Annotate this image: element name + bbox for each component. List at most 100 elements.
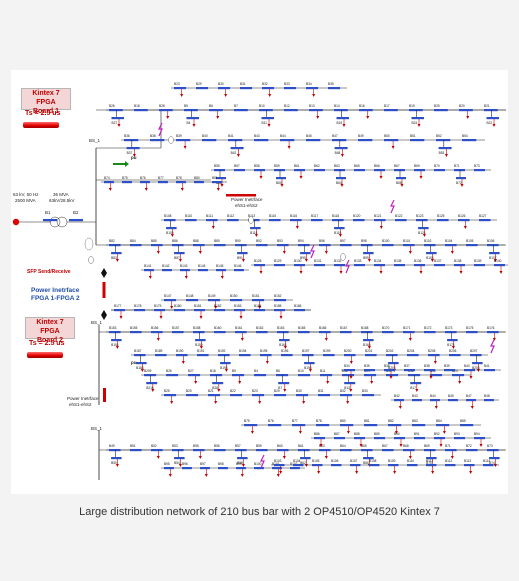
bus-label: B74	[489, 461, 495, 465]
load-arrow-head	[211, 226, 215, 229]
load-arrow-head	[298, 431, 302, 434]
bus-label: B163	[277, 326, 285, 330]
bus-bar	[344, 369, 355, 372]
fault-bolt	[158, 122, 163, 137]
bus-label: B55	[193, 444, 199, 448]
bus-label: B120	[353, 214, 361, 218]
breaker-icon	[88, 256, 94, 264]
bus-label: B157	[172, 326, 180, 330]
bus-bar	[486, 117, 499, 120]
bus-bar	[298, 244, 310, 247]
bus-bar	[292, 424, 306, 427]
bus-bar	[151, 449, 163, 452]
fpga-board-1-ts: Ts = 2.5 us	[25, 110, 61, 117]
bus-label: B91	[414, 432, 420, 436]
bus-bar	[174, 87, 187, 90]
bus-label: B25	[434, 104, 440, 108]
load-arrow-head	[367, 346, 371, 349]
bus-bar	[134, 109, 148, 112]
bus-bar	[336, 177, 346, 180]
load-arrow-head	[393, 471, 397, 474]
load-arrow-head	[132, 154, 136, 157]
bus-bar	[140, 181, 150, 184]
bus-label: B60	[277, 444, 283, 448]
bus-bar	[172, 244, 184, 247]
bus-bar	[290, 467, 300, 470]
bus-label: B59	[256, 444, 262, 448]
bus-bar	[166, 227, 177, 230]
load-arrow-head	[367, 259, 371, 262]
bus-label: B44	[430, 394, 436, 398]
load-arrow-head	[282, 456, 286, 459]
bus-bar	[374, 264, 385, 267]
bus-label: B90	[394, 432, 400, 436]
bus-label: B31	[318, 389, 324, 393]
bus-bar	[364, 424, 378, 427]
bus-bar	[309, 109, 323, 112]
bus-label: B83	[412, 419, 418, 423]
bus-label: B86	[314, 432, 320, 436]
bus-label: B69	[414, 164, 420, 168]
bus-bar	[188, 374, 201, 377]
bus-label: B85	[460, 419, 466, 423]
load-arrow-head	[115, 464, 119, 467]
bus-bar	[428, 354, 440, 357]
bus-label: B105	[466, 239, 474, 243]
bus-label: B23	[174, 82, 180, 86]
bus-bar	[459, 109, 473, 112]
bus-bar	[208, 299, 221, 302]
bus-label: B87	[174, 256, 180, 260]
bus-bar	[193, 331, 205, 334]
bus-bar	[474, 264, 485, 267]
bus-label: B26	[166, 369, 172, 373]
bus-label: B117	[311, 214, 318, 218]
bus-bar	[184, 109, 198, 112]
bus-label: B82	[109, 239, 115, 243]
power-interface-low-bar	[103, 388, 106, 402]
load-arrow-head	[240, 474, 244, 477]
power-interface-top-2: ehS1-ehS2	[235, 203, 258, 208]
load-arrow-head	[340, 154, 344, 157]
bus-bar	[403, 331, 415, 334]
bus-bar	[438, 147, 452, 150]
bus-label: B202	[386, 349, 394, 353]
bus-label: B199	[323, 349, 331, 353]
bus-label: B38	[150, 134, 156, 138]
load-arrow-head	[379, 226, 383, 229]
bus-bar	[274, 264, 285, 267]
bus-label: B209	[144, 369, 152, 373]
bus-label: B77	[158, 176, 164, 180]
load-arrow-head	[422, 234, 426, 237]
bus-label: B74	[104, 176, 110, 180]
fpga-board-1-title: Kintex 7 FPGA	[32, 90, 60, 106]
bus-bar	[354, 264, 365, 267]
bus-label: B6	[276, 369, 280, 373]
bus-label: B32	[340, 389, 346, 393]
bus-label: B142	[162, 264, 170, 268]
bus-label: B27	[188, 369, 194, 373]
bus-label: B203	[388, 366, 396, 370]
load-arrow-head	[241, 464, 245, 467]
bus-label: B150	[230, 294, 238, 298]
bus-label: B189	[155, 349, 163, 353]
bus-label: B36	[124, 134, 130, 138]
direction-arrow-icon	[113, 161, 129, 167]
bus-bar	[130, 331, 142, 334]
fpga-board-2-board: Board 2	[36, 337, 64, 344]
bus-label: B166	[319, 326, 327, 330]
bus-bar	[235, 449, 247, 452]
bus-bar	[332, 139, 347, 142]
bus-label: B20	[459, 104, 465, 108]
load-arrow-head	[415, 389, 419, 392]
bus-label: B75	[122, 176, 128, 180]
fpga-board-2-box: Kintex 7 FPGA Board 2	[25, 317, 75, 344]
transformer-winding-1-icon	[49, 216, 61, 228]
bus-bar	[252, 299, 265, 302]
bus-label: B80	[340, 419, 346, 423]
bus-label: B131	[314, 259, 322, 263]
bus-bar	[176, 139, 191, 142]
load-arrow-head	[280, 184, 284, 187]
bus-bar	[434, 437, 445, 440]
bus-label: B21	[208, 389, 214, 393]
bus-bar	[234, 169, 245, 172]
